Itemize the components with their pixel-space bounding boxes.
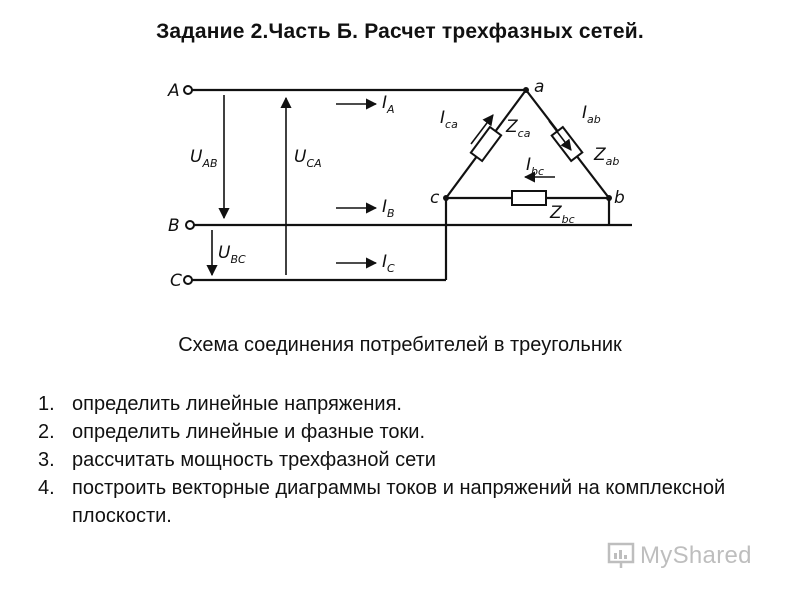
current-label-c: IC — [382, 252, 395, 275]
voltage-label-ab: UAB — [190, 147, 218, 170]
presentation-icon — [607, 542, 635, 568]
node-b-dot — [606, 195, 612, 201]
node-label-b: b — [614, 188, 625, 208]
impedance-label-ca: Zca — [505, 117, 531, 140]
task-text: построить векторные диаграммы токов и на… — [72, 477, 726, 527]
task-item: 4. построить векторные диаграммы токов и … — [38, 474, 788, 530]
node-label-c: c — [430, 188, 440, 208]
node-c-dot — [443, 195, 449, 201]
impedance-label-ab: Zab — [593, 145, 619, 168]
current-arrow-ab — [548, 120, 572, 151]
current-label-a: IA — [382, 93, 395, 116]
task-text: рассчитать мощность трехфазной сети — [72, 449, 436, 471]
terminal-label-b: B — [168, 216, 180, 236]
task-text: определить линейные и фазные токи. — [72, 421, 426, 443]
terminal-label-c: C — [170, 271, 182, 291]
current-label-ab: Iab — [582, 103, 601, 126]
figure-caption: Схема соединения потребителей в треуголь… — [178, 334, 622, 356]
terminal-a — [183, 85, 193, 95]
node-label-a: a — [534, 77, 544, 97]
current-arrow-ca — [470, 114, 494, 145]
voltage-label-bc: UBC — [218, 243, 246, 266]
terminal-b — [185, 220, 195, 230]
terminal-label-a: A — [167, 81, 180, 101]
current-label-ca: Ica — [440, 108, 458, 131]
terminal-c — [183, 275, 193, 285]
impedance-box-ca — [469, 125, 503, 163]
task-list: 1. определить линейные напряжения. 2. опре… — [38, 390, 788, 530]
page-title: Задание 2.Часть Б. Расчет трехфазных сет… — [156, 20, 644, 43]
current-label-bc: Ibc — [526, 155, 544, 178]
impedance-label-bc: Zbc — [549, 203, 575, 226]
task-number: 2. — [38, 421, 55, 443]
task-item: 2. определить линейные и фазные токи. — [38, 418, 788, 446]
task-item: 1. определить линейные напряжения. — [38, 390, 788, 418]
node-a-dot — [523, 87, 529, 93]
current-label-b: IB — [382, 197, 395, 220]
watermark-logo: MyShared — [606, 540, 752, 572]
impedance-box-bc — [511, 190, 547, 206]
three-phase-delta-circuit-diagram: A B C a c b UAB UCA UBC IA IB IC Ica Iab… — [167, 77, 632, 291]
task-number: 1. — [38, 393, 55, 415]
watermark-text: MyShared — [640, 542, 752, 569]
task-number: 4. — [38, 477, 55, 499]
voltage-label-ca: UCA — [294, 147, 322, 170]
task-text: определить линейные напряжения. — [72, 393, 402, 415]
task-item: 3. рассчитать мощность трехфазной сети — [38, 446, 788, 474]
task-number: 3. — [38, 449, 55, 471]
